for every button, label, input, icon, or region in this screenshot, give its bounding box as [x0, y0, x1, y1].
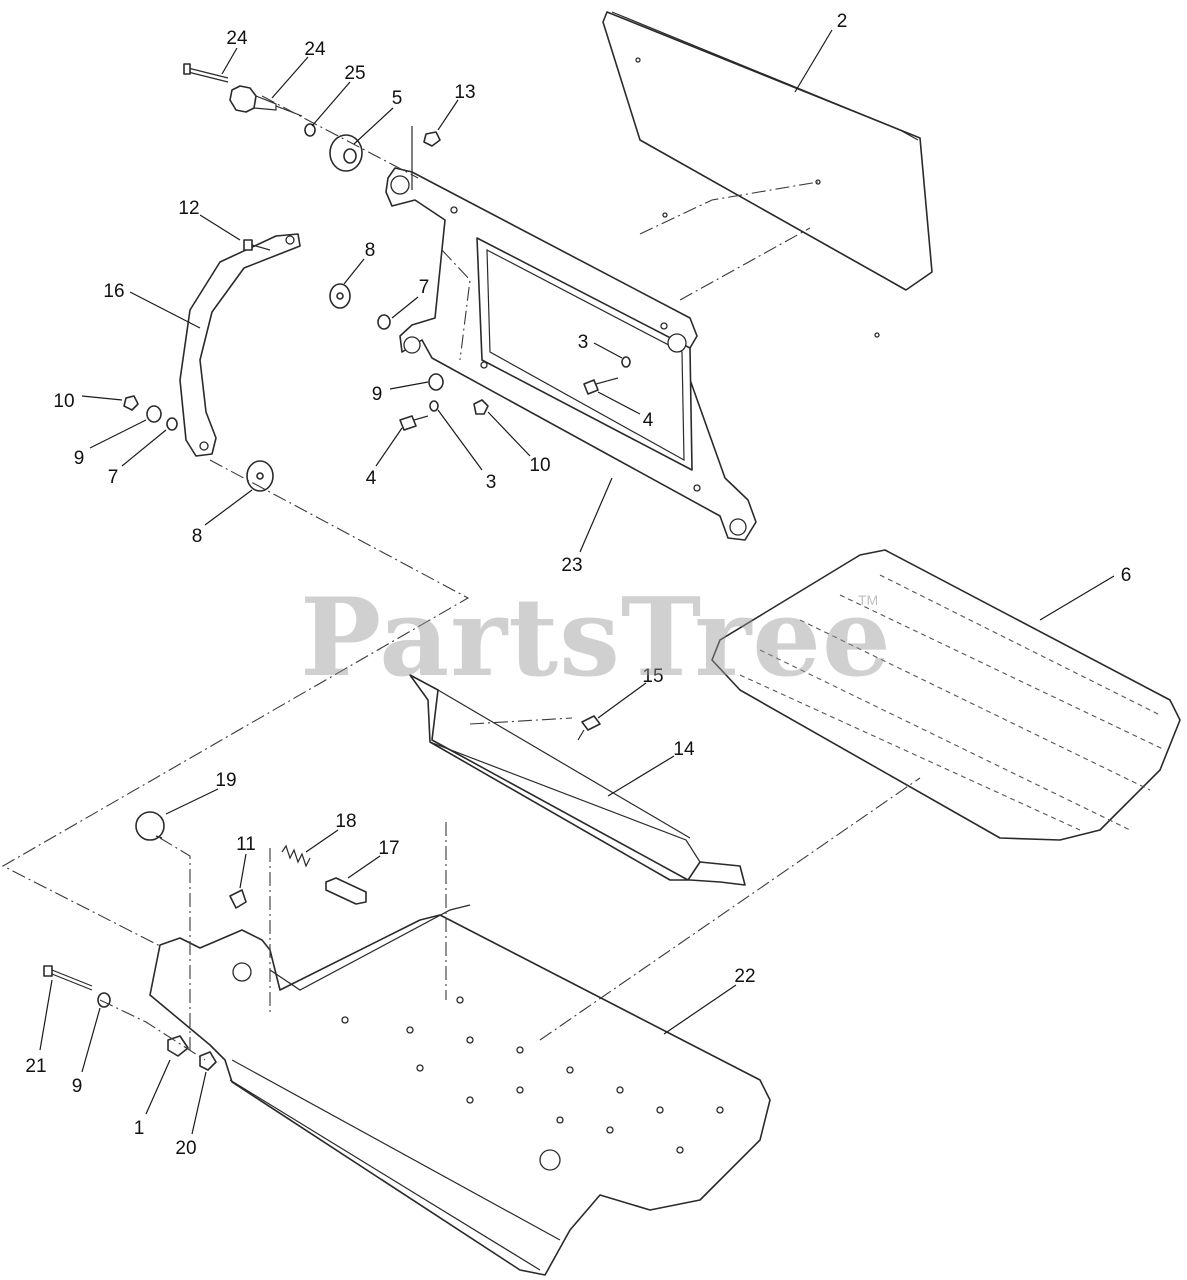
- part-15-bolt[interactable]: [577, 715, 601, 741]
- leader-lines: [39, 29, 1115, 1135]
- part-25-washer[interactable]: [304, 123, 316, 137]
- callout-c-17[interactable]: 17: [378, 838, 399, 859]
- part-4-bolt-mid[interactable]: [399, 415, 429, 431]
- callout-c-7b[interactable]: 7: [108, 467, 119, 488]
- callout-c-20[interactable]: 20: [175, 1138, 196, 1159]
- callout-c-10a[interactable]: 10: [53, 391, 74, 412]
- callout-c-7a[interactable]: 7: [419, 277, 430, 298]
- part-24-bolt-upper[interactable]: [183, 63, 229, 83]
- part-14-channel[interactable]: [409, 674, 746, 886]
- part-18-spring[interactable]: [281, 844, 311, 868]
- part-23-bracket[interactable]: [385, 167, 757, 541]
- part-10-nut-left[interactable]: [123, 395, 139, 411]
- part-24-knob[interactable]: [229, 85, 303, 117]
- part-7-bushing-upper[interactable]: [377, 314, 391, 330]
- callout-c-18[interactable]: 18: [335, 811, 356, 832]
- part-22-frame[interactable]: [149, 904, 771, 1276]
- callout-c-1[interactable]: 1: [134, 1118, 145, 1139]
- part-3-washer-mid[interactable]: [429, 400, 439, 412]
- callout-c-5[interactable]: 5: [392, 88, 403, 109]
- part-13-plug[interactable]: [411, 126, 441, 190]
- callout-c-9b[interactable]: 9: [74, 448, 85, 469]
- callout-c-9a[interactable]: 9: [372, 384, 383, 405]
- part-3-washer-right[interactable]: [621, 356, 631, 368]
- callout-c-10b[interactable]: 10: [529, 455, 550, 476]
- callout-c-11[interactable]: 11: [236, 834, 256, 855]
- callout-c-14[interactable]: 14: [673, 739, 695, 760]
- callout-c-23[interactable]: 23: [561, 555, 582, 576]
- part-1-bushing[interactable]: [167, 1035, 189, 1057]
- callout-c-13[interactable]: 13: [454, 82, 475, 103]
- callout-c-3b[interactable]: 3: [486, 472, 497, 493]
- part-2-cushion[interactable]: [602, 11, 933, 338]
- callout-c-15[interactable]: 15: [642, 666, 663, 687]
- callout-c-21[interactable]: 21: [25, 1056, 46, 1077]
- callout-c-25[interactable]: 25: [344, 63, 365, 84]
- part-19-ball-knob[interactable]: [135, 811, 165, 841]
- part-16-slide-plate[interactable]: [179, 233, 301, 457]
- callout-c-4b[interactable]: 4: [366, 468, 377, 489]
- part-17-pin[interactable]: [325, 877, 367, 905]
- callout-c-2[interactable]: 2: [837, 11, 848, 32]
- callout-c-24b[interactable]: 24: [304, 39, 326, 60]
- callout-c-4a[interactable]: 4: [643, 410, 654, 431]
- part-11-pin[interactable]: [229, 889, 247, 909]
- callout-c-22[interactable]: 22: [734, 966, 755, 987]
- callout-c-19[interactable]: 19: [215, 770, 236, 791]
- callout-c-9c[interactable]: 9: [72, 1076, 83, 1097]
- callout-c-6[interactable]: 6: [1121, 565, 1132, 586]
- part-9-washer-left[interactable]: [146, 405, 162, 423]
- part-9-washer-mid[interactable]: [428, 373, 444, 391]
- part-20-nut[interactable]: [199, 1051, 217, 1071]
- callout-c-8b[interactable]: 8: [192, 526, 203, 547]
- part-7-bushing-left[interactable]: [166, 417, 178, 431]
- part-21-bolt[interactable]: [43, 965, 93, 991]
- part-8-washer-upper[interactable]: [329, 283, 351, 309]
- part-12-bolt[interactable]: [243, 239, 271, 251]
- part-4-bolt-right[interactable]: [583, 377, 619, 395]
- part-10-nut-mid[interactable]: [473, 399, 489, 415]
- callout-c-12[interactable]: 12: [178, 198, 199, 219]
- callout-c-16[interactable]: 16: [103, 281, 124, 302]
- assembly-lines: [1, 95, 921, 1061]
- callout-c-3a[interactable]: 3: [578, 332, 589, 353]
- part-9-washer-lower[interactable]: [97, 992, 111, 1008]
- part-6-step-pad[interactable]: [711, 549, 1181, 841]
- callout-c-24a[interactable]: 24: [226, 28, 248, 49]
- callout-c-8a[interactable]: 8: [365, 240, 376, 261]
